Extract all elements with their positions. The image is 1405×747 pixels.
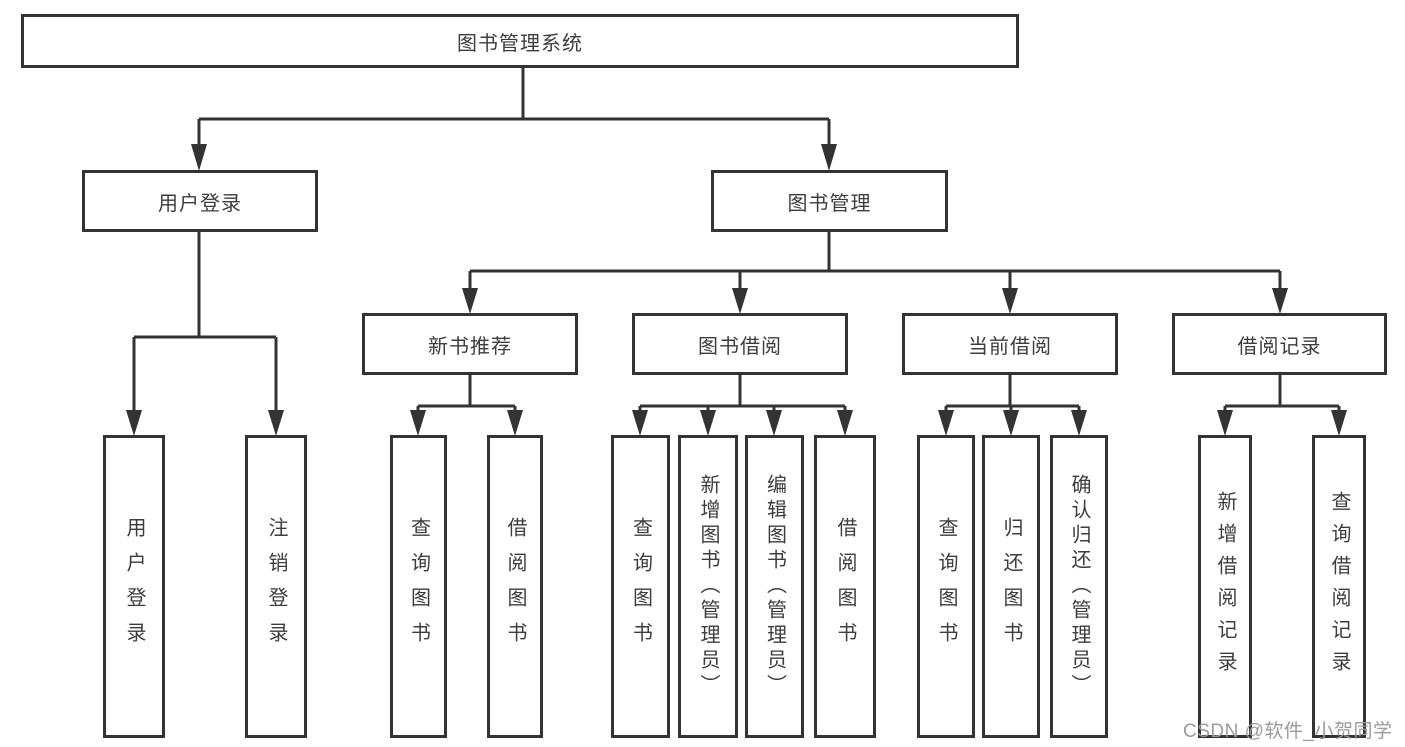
leaf-edit-book-admin: 编辑图书（管理员） bbox=[745, 435, 804, 738]
node-borrowing-records: 借阅记录 bbox=[1172, 313, 1387, 375]
leaf-query-borrow-record-label: 查询借阅记录 bbox=[1328, 490, 1350, 683]
leaf-confirm-return-admin-label: 确认归还（管理员） bbox=[1068, 474, 1090, 699]
leaf-add-borrow-record: 新增借阅记录 bbox=[1198, 435, 1252, 738]
arrowhead bbox=[462, 288, 478, 314]
node-book-borrowing-label: 图书借阅 bbox=[698, 335, 782, 358]
arrowhead bbox=[191, 144, 207, 171]
node-new-book-recommendation: 新书推荐 bbox=[362, 313, 578, 375]
arrowhead bbox=[732, 288, 748, 314]
arrowhead bbox=[1071, 410, 1087, 436]
connector-user-login-branch bbox=[132, 232, 278, 416]
connector-current-branch bbox=[944, 375, 1081, 416]
arrowhead bbox=[1272, 288, 1288, 314]
arrowhead bbox=[1331, 410, 1347, 436]
node-root-system: 图书管理系统 bbox=[21, 14, 1019, 68]
arrowhead bbox=[126, 410, 142, 436]
node-new-book-recommendation-label: 新书推荐 bbox=[428, 335, 512, 358]
leaf-query-books-borrow: 查询图书 bbox=[611, 435, 670, 738]
node-book-management: 图书管理 bbox=[711, 170, 948, 232]
arrowhead bbox=[700, 410, 716, 436]
leaf-return-books: 归还图书 bbox=[982, 435, 1040, 738]
arrowhead bbox=[632, 410, 648, 436]
leaf-add-book-admin: 新增图书（管理员） bbox=[678, 435, 738, 738]
leaf-edit-book-admin-label: 编辑图书（管理员） bbox=[763, 474, 786, 699]
leaf-query-books-recommend-label: 查询图书 bbox=[407, 516, 430, 657]
leaf-confirm-return-admin: 确认归还（管理员） bbox=[1050, 435, 1108, 738]
arrowhead bbox=[1217, 410, 1233, 436]
leaf-borrow-books-label: 借阅图书 bbox=[834, 516, 856, 657]
arrowhead bbox=[1003, 410, 1019, 436]
connector-book-mgmt-branch bbox=[468, 232, 1282, 294]
csdn-watermark: CSDN @软件_小贺同学 bbox=[1183, 721, 1393, 742]
leaf-query-books-current-label: 查询图书 bbox=[935, 516, 957, 657]
leaf-user-login-label: 用户登录 bbox=[123, 516, 145, 657]
arrowhead bbox=[821, 144, 837, 171]
node-current-borrowing: 当前借阅 bbox=[902, 313, 1118, 375]
arrowhead bbox=[1002, 288, 1018, 314]
node-user-login-label: 用户登录 bbox=[158, 192, 242, 215]
node-current-borrowing-label: 当前借阅 bbox=[968, 335, 1052, 358]
arrowhead bbox=[837, 410, 853, 436]
connector-records-branch bbox=[1223, 375, 1341, 416]
leaf-add-borrow-record-label: 新增借阅记录 bbox=[1214, 490, 1236, 683]
leaf-query-borrow-record: 查询借阅记录 bbox=[1312, 435, 1366, 738]
leaf-logout: 注销登录 bbox=[245, 435, 307, 738]
leaf-add-book-admin-label: 新增图书（管理员） bbox=[697, 474, 719, 699]
connector-new-book-branch bbox=[416, 375, 517, 416]
leaf-borrow-books: 借阅图书 bbox=[814, 435, 876, 738]
node-root-label: 图书管理系统 bbox=[457, 32, 583, 55]
leaf-user-login: 用户登录 bbox=[103, 435, 165, 738]
arrowhead bbox=[938, 410, 954, 436]
leaf-query-books-borrow-label: 查询图书 bbox=[629, 516, 652, 657]
leaf-logout-label: 注销登录 bbox=[265, 516, 287, 657]
arrowhead bbox=[507, 410, 523, 436]
leaf-return-books-label: 归还图书 bbox=[1000, 516, 1022, 657]
arrowhead bbox=[410, 410, 426, 436]
node-user-login: 用户登录 bbox=[82, 170, 318, 232]
node-book-management-label: 图书管理 bbox=[787, 192, 872, 215]
arrowhead bbox=[766, 410, 782, 436]
node-borrowing-records-label: 借阅记录 bbox=[1237, 335, 1322, 358]
node-book-borrowing: 图书借阅 bbox=[632, 313, 848, 375]
leaf-query-books-current: 查询图书 bbox=[917, 435, 975, 738]
arrowhead bbox=[268, 410, 284, 436]
connector-borrow-branch bbox=[638, 375, 847, 416]
connector-root-trunk bbox=[197, 67, 831, 151]
leaf-borrow-books-recommend-label: 借阅图书 bbox=[504, 516, 526, 657]
leaf-borrow-books-recommend: 借阅图书 bbox=[487, 435, 543, 738]
leaf-query-books-recommend: 查询图书 bbox=[390, 435, 447, 738]
